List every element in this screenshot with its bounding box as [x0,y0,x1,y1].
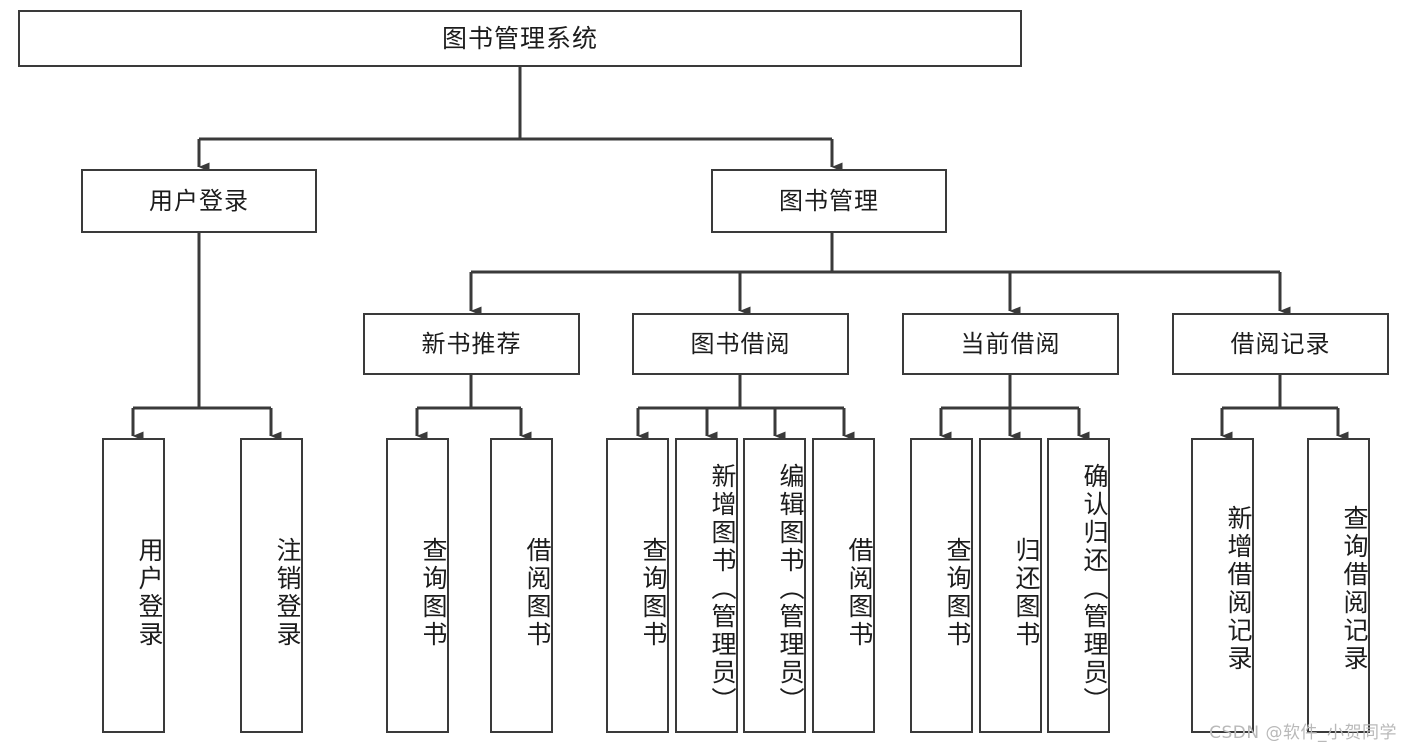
node-borrow-record[interactable]: 借阅记录 [1172,313,1389,375]
leaf-user-login-logout[interactable]: 注销登录 [240,438,303,733]
node-book-management[interactable]: 图书管理 [711,169,947,233]
node-current-borrow[interactable]: 当前借阅 [902,313,1119,375]
leaf-record-query-record[interactable]: 查询借阅记录 [1307,438,1370,733]
leaf-recommend-borrow-book[interactable]: 借阅图书 [490,438,553,733]
node-new-book-recommend[interactable]: 新书推荐 [363,313,580,375]
leaf-current-return-book[interactable]: 归还图书 [979,438,1042,733]
leaf-borrow-add-book-admin[interactable]: 新增图书（管理员） [675,438,738,733]
leaf-borrow-query-book[interactable]: 查询图书 [606,438,669,733]
leaf-borrow-edit-book-admin[interactable]: 编辑图书（管理员） [743,438,806,733]
node-user-login[interactable]: 用户登录 [81,169,317,233]
node-root-system[interactable]: 图书管理系统 [18,10,1022,67]
leaf-recommend-query-book[interactable]: 查询图书 [386,438,449,733]
leaf-user-login-login[interactable]: 用户登录 [102,438,165,733]
leaf-current-confirm-return-admin[interactable]: 确认归还（管理员） [1047,438,1110,733]
leaf-borrow-borrow-book[interactable]: 借阅图书 [812,438,875,733]
leaf-current-query-book[interactable]: 查询图书 [910,438,973,733]
leaf-record-add-record[interactable]: 新增借阅记录 [1191,438,1254,733]
node-book-borrow[interactable]: 图书借阅 [632,313,849,375]
